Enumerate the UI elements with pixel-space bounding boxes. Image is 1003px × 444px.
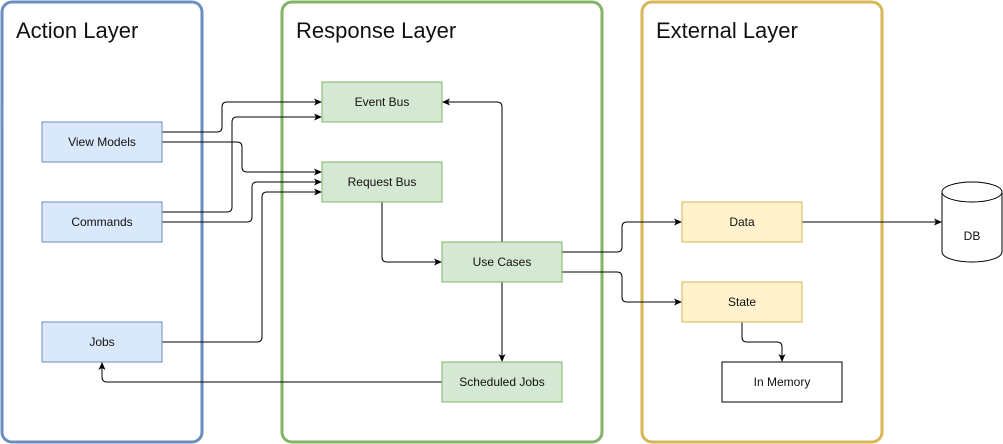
edge-scheduled-jobs-to-jobs — [98, 362, 442, 383]
db-cylinder-outline — [941, 181, 1003, 263]
node-db-label: DB — [964, 229, 981, 243]
node-use-cases-box — [442, 242, 562, 282]
edge-view-models-to-event-bus — [162, 98, 322, 133]
node-use-cases[interactable]: Use Cases — [441, 241, 563, 283]
node-request-bus-border — [321, 161, 443, 203]
node-commands[interactable]: Commands — [41, 201, 163, 243]
node-use-cases-border — [441, 241, 563, 283]
external-layer-title: External Layer — [656, 18, 798, 43]
response-layer-frame — [280, 0, 604, 444]
edge-use-cases-to-data — [562, 218, 682, 253]
node-request-bus[interactable]: Request Bus — [321, 161, 443, 203]
action-layer-title: Action Layer — [16, 18, 138, 43]
connectors — [98, 98, 942, 383]
edge-use-cases-to-event-bus — [442, 98, 503, 242]
node-event-bus[interactable]: Event Bus — [321, 81, 443, 123]
node-request-bus-box — [322, 162, 442, 202]
node-view-models-box — [42, 122, 162, 162]
edge-jobs-to-request-bus — [162, 188, 322, 343]
node-jobs-label: Jobs — [89, 335, 114, 349]
node-in-memory-label: In Memory — [754, 375, 811, 389]
node-data-label: Data — [729, 215, 755, 229]
node-scheduled-jobs[interactable]: Scheduled Jobs — [441, 361, 563, 403]
edge-commands-to-request-bus — [162, 178, 322, 223]
node-jobs-box — [42, 322, 162, 362]
node-event-bus-label: Event Bus — [355, 95, 410, 109]
node-state-border — [681, 281, 803, 323]
edge-view-models-to-request-bus — [162, 141, 322, 176]
node-jobs-border — [41, 321, 163, 363]
node-scheduled-jobs-box — [442, 362, 562, 402]
node-in-memory-border — [721, 361, 843, 403]
node-commands-box — [42, 202, 162, 242]
edge-commands-to-event-bus — [162, 113, 322, 213]
response-layer-title: Response Layer — [296, 18, 456, 43]
node-data[interactable]: Data — [681, 201, 803, 243]
node-data-border — [681, 201, 803, 243]
response-layer: Response Layer — [280, 0, 604, 444]
node-view-models-border — [41, 121, 163, 163]
db-cylinder-icon — [942, 182, 1002, 262]
node-scheduled-jobs-border — [441, 361, 563, 403]
node-event-bus-box — [322, 82, 442, 122]
node-commands-label: Commands — [71, 215, 132, 229]
node-data-box — [682, 202, 802, 242]
node-use-cases-label: Use Cases — [473, 255, 532, 269]
edge-use-cases-to-state — [562, 271, 682, 306]
node-event-bus-border — [321, 81, 443, 123]
node-in-memory-box — [722, 362, 842, 402]
node-state[interactable]: State — [681, 281, 803, 323]
node-view-models-label: View Models — [68, 135, 136, 149]
node-in-memory[interactable]: In Memory — [721, 361, 843, 403]
edge-state-to-in-memory — [741, 322, 786, 362]
node-state-label: State — [728, 295, 756, 309]
node-scheduled-jobs-label: Scheduled Jobs — [459, 375, 544, 389]
edge-request-bus-to-use-cases — [381, 202, 442, 266]
node-state-box — [682, 282, 802, 322]
node-view-models[interactable]: View Models — [41, 121, 163, 163]
node-jobs[interactable]: Jobs — [41, 321, 163, 363]
node-request-bus-label: Request Bus — [348, 175, 417, 189]
node-commands-border — [41, 201, 163, 243]
node-db[interactable]: DB — [941, 181, 1003, 263]
